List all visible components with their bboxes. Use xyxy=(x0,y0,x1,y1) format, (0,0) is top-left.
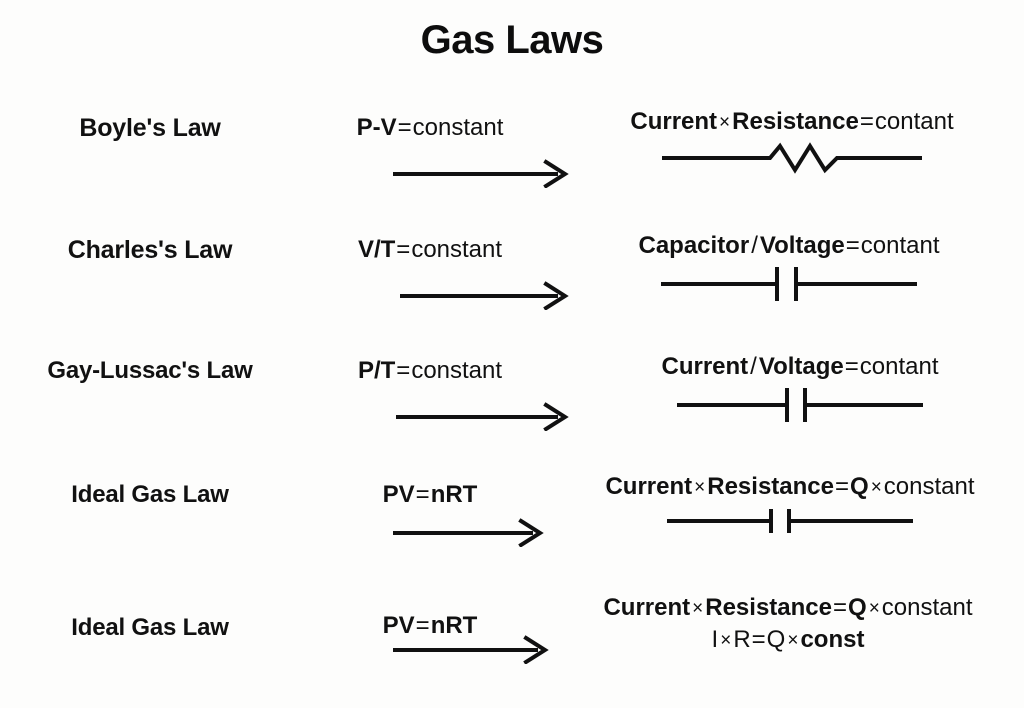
circuit-result: contant xyxy=(874,108,954,135)
gas-formula-equals: = xyxy=(415,481,430,508)
circuit-equation-short: I×R=Q×const xyxy=(552,626,1024,654)
right-arrow-icon xyxy=(290,634,575,664)
circuit-analogy: Capacitor/Voltage=contant xyxy=(566,232,1012,304)
law-name: Ideal Gas Law xyxy=(71,614,229,641)
circuit-term2: Resistance xyxy=(707,473,834,500)
circuit-term1: Current xyxy=(630,108,718,135)
circuit-result-symbol: Q xyxy=(850,473,869,500)
circuit-short-term1: I xyxy=(711,626,719,654)
gas-laws-diagram: Gas Laws Boyle's Law P-V=constant Curren… xyxy=(0,18,1024,664)
gas-formula-lhs: P/T xyxy=(357,357,396,384)
circuit-result: constant xyxy=(881,594,973,621)
right-arrow-icon xyxy=(290,158,575,188)
circuit-equals: = xyxy=(859,108,874,135)
circuit-short-result-operator: × xyxy=(787,630,799,652)
circuit-result: constant xyxy=(883,473,975,500)
circuit-short-operator: × xyxy=(720,630,732,652)
gas-formula: V/T=constant xyxy=(290,236,570,264)
resistor-symbol xyxy=(566,140,1018,176)
law-row: Gay-Lussac's Law P/T=constant Current/Vo… xyxy=(0,343,1024,463)
circuit-result-operator: × xyxy=(870,477,882,498)
circuit-equation: Current×Resistance=contant xyxy=(566,108,1018,136)
law-name: Boyle's Law xyxy=(79,114,221,142)
right-arrow-icon xyxy=(290,517,575,547)
gas-formula-lhs: P-V xyxy=(356,114,397,141)
circuit-term2: Voltage xyxy=(759,232,845,259)
circuit-analogy: Current×Resistance=contant xyxy=(566,108,1018,176)
circuit-operator: × xyxy=(694,477,706,498)
circuit-term1: Current xyxy=(603,594,691,621)
circuit-short-result-symbol: Q xyxy=(766,626,786,654)
circuit-operator: / xyxy=(751,232,758,259)
right-arrow-icon xyxy=(290,401,575,431)
page-title: Gas Laws xyxy=(420,18,604,62)
circuit-analogy: Current×Resistance=Q×constant xyxy=(556,473,1024,537)
gas-formula-lhs: PV xyxy=(382,612,415,639)
right-arrow-icon xyxy=(290,280,575,310)
circuit-analogy: Current×Resistance=Q×constant I×R=Q×cons… xyxy=(552,594,1024,655)
gas-formula: PV=nRT xyxy=(290,481,570,509)
circuit-term1: Current xyxy=(661,353,749,380)
law-row: Charles's Law V/T=constant Capacitor/Vol… xyxy=(0,222,1024,342)
law-row: Ideal Gas Law PV=nRT Current×Resistance=… xyxy=(0,467,1024,587)
circuit-equation: Current×Resistance=Q×constant xyxy=(556,473,1024,501)
law-name: Ideal Gas Law xyxy=(71,481,229,508)
circuit-term2: Resistance xyxy=(705,594,832,621)
gas-formula-lhs: V/T xyxy=(357,236,396,263)
gas-formula-rhs: constant xyxy=(412,114,504,141)
circuit-operator: / xyxy=(750,353,757,380)
gas-formula-rhs: constant xyxy=(411,357,503,384)
gas-formula: P/T=constant xyxy=(290,357,570,385)
circuit-equals: = xyxy=(844,353,859,380)
gas-formula-equals: = xyxy=(415,612,430,639)
law-name: Gay-Lussac's Law xyxy=(47,357,253,384)
circuit-equals: = xyxy=(833,594,848,621)
circuit-equals: = xyxy=(845,232,860,259)
gas-formula-rhs: nRT xyxy=(430,612,478,639)
circuit-result-operator: × xyxy=(868,598,880,619)
circuit-short-term2: R xyxy=(733,626,751,654)
gas-formula-equals: = xyxy=(396,357,411,384)
capacitor-symbol xyxy=(580,385,1020,425)
capacitor-symbol xyxy=(556,505,1024,537)
gas-formula-equals: = xyxy=(396,236,411,263)
circuit-result-symbol: Q xyxy=(848,594,867,621)
law-row: Boyle's Law P-V=constant Current×Resista… xyxy=(0,100,1024,220)
circuit-result: contant xyxy=(859,353,939,380)
gas-formula: P-V=constant xyxy=(290,114,570,142)
law-name: Charles's Law xyxy=(67,236,233,264)
capacitor-symbol xyxy=(566,264,1012,304)
gas-formula-equals: = xyxy=(397,114,412,141)
circuit-equation: Current/Voltage=contant xyxy=(580,353,1020,381)
circuit-analogy: Current/Voltage=contant xyxy=(580,353,1020,425)
law-row: Ideal Gas Law PV=nRT Current×Resistance=… xyxy=(0,588,1024,708)
circuit-term1: Current xyxy=(605,473,693,500)
gas-formula-rhs: nRT xyxy=(430,481,478,508)
circuit-short-result: const xyxy=(800,626,865,654)
circuit-term1: Capacitor xyxy=(638,232,750,259)
gas-formula-lhs: PV xyxy=(382,481,415,508)
circuit-term2: Voltage xyxy=(758,353,844,380)
circuit-short-equals: = xyxy=(751,626,766,654)
circuit-equation: Capacitor/Voltage=contant xyxy=(566,232,1012,260)
circuit-equation: Current×Resistance=Q×constant xyxy=(552,594,1024,622)
circuit-operator: × xyxy=(692,598,704,619)
circuit-result: contant xyxy=(860,232,940,259)
circuit-term2: Resistance xyxy=(732,108,859,135)
circuit-equals: = xyxy=(835,473,850,500)
gas-formula-rhs: constant xyxy=(411,236,503,263)
circuit-operator: × xyxy=(719,112,731,133)
gas-formula: PV=nRT xyxy=(290,612,570,640)
